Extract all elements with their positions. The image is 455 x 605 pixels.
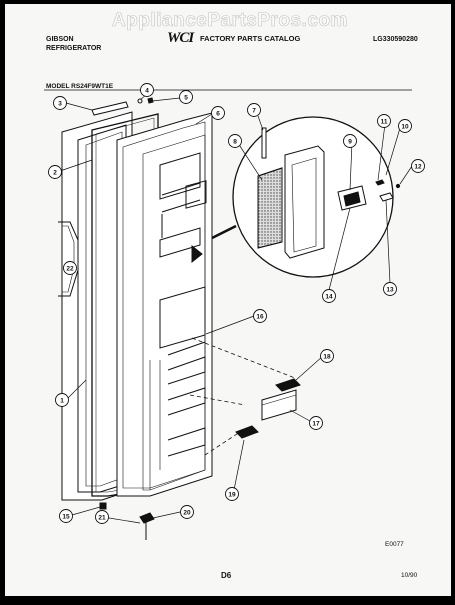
callout-label: 7 (252, 107, 256, 114)
callout-label: 12 (414, 163, 422, 170)
callout-12: 12 (411, 159, 425, 173)
door-assembly (58, 97, 301, 540)
page-number: D6 (221, 571, 232, 580)
callout-18: 18 (320, 349, 334, 363)
callout-label: 2 (53, 169, 57, 176)
callout-label: 5 (184, 94, 188, 101)
callout-label: 4 (145, 87, 149, 94)
callout-3: 3 (53, 96, 67, 110)
callout-label: 18 (323, 353, 331, 360)
callout-label: 22 (66, 265, 74, 272)
callout-label: 11 (381, 118, 388, 125)
callout-20: 20 (180, 505, 194, 519)
brand-name: GIBSON (46, 36, 74, 43)
callout-label: 15 (62, 513, 70, 520)
callout-label: 9 (348, 138, 352, 145)
model-label: MODEL RS24F9WT1E (46, 83, 114, 90)
callout-label: 19 (228, 491, 236, 498)
callout-label: 16 (256, 313, 264, 320)
callout-11: 11 (377, 114, 391, 128)
callout-4: 4 (140, 83, 154, 97)
callout-label: 8 (233, 138, 237, 145)
callout-1: 1 (55, 393, 69, 407)
callout-16: 16 (253, 309, 267, 323)
callout-label: 10 (401, 123, 409, 130)
callout-10: 10 (398, 119, 412, 133)
callout-8: 8 (228, 134, 242, 148)
callout-9: 9 (343, 134, 357, 148)
catalog-number: LG330590280 (373, 36, 418, 43)
callout-17: 17 (309, 416, 323, 430)
callout-label: 14 (325, 293, 333, 300)
catalog-title: FACTORY PARTS CATALOG (200, 34, 301, 43)
callout-15: 15 (59, 509, 73, 523)
callout-22: 22 (63, 261, 77, 275)
callout-2: 2 (48, 165, 62, 179)
callout-label: 13 (386, 286, 394, 293)
callout-19: 19 (225, 487, 239, 501)
callout-label: 1 (60, 397, 64, 404)
callout-13: 13 (383, 282, 397, 296)
callout-label: 6 (216, 110, 220, 117)
callout-label: 17 (312, 420, 320, 427)
product-name: REFRIGERATOR (46, 45, 102, 52)
watermark: AppliancePartsPros.com (112, 10, 348, 32)
brand-block: GIBSON REFRIGERATOR (46, 35, 101, 53)
diagram-code: E0077 (385, 541, 404, 548)
leader-lines (59, 91, 413, 524)
callout-label: 3 (58, 100, 62, 107)
wci-logo: WCI (167, 30, 194, 46)
print-date: 10/90 (401, 572, 418, 579)
callout-7: 7 (247, 103, 261, 117)
callout-6: 6 (211, 106, 225, 120)
callout-14: 14 (322, 289, 336, 303)
dispenser-detail (211, 116, 401, 278)
callout-5: 5 (179, 90, 193, 104)
callout-label: 21 (98, 514, 106, 521)
callout-21: 21 (95, 510, 109, 524)
callout-label: 20 (183, 509, 191, 516)
